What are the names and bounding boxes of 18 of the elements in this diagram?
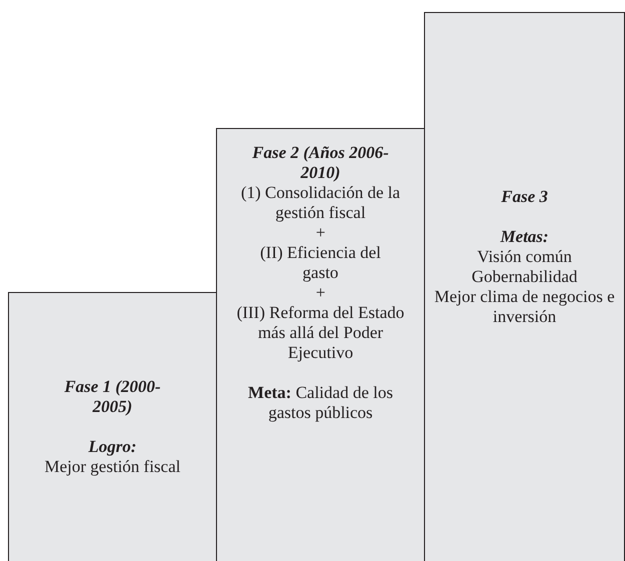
phase-heading: Metas: <box>500 227 549 247</box>
plus-sign: + <box>314 223 326 243</box>
plus-sign: + <box>314 283 326 303</box>
phase-text: Mejor clima de negocios e inversión <box>433 287 616 327</box>
phase-heading: Fase 1 (2000-2005) <box>63 377 162 417</box>
phase-text: Meta: Calidad de los gastos públicos <box>247 383 394 423</box>
phase-text: (III) Reforma del Estado más allá del Poder Ejecutivo <box>236 303 406 363</box>
phase-step-box <box>424 12 625 561</box>
phase-heading: Fase 2 (Años 2006-2010) <box>251 143 390 183</box>
phase-text: Visión común <box>477 247 572 267</box>
phase-heading: Fase 3 <box>501 187 548 207</box>
phase-step-box <box>216 128 425 561</box>
phase-text: Gobernabilidad <box>472 267 578 287</box>
phase-heading: Logro: <box>88 437 137 457</box>
phase-step-box <box>8 292 217 561</box>
phase-text: (II) Eficiencia del gasto <box>259 243 382 283</box>
phase-text: (1) Consolidación de la gestión fiscal <box>240 183 402 223</box>
phase-text: Mejor gestión fiscal <box>44 457 180 477</box>
